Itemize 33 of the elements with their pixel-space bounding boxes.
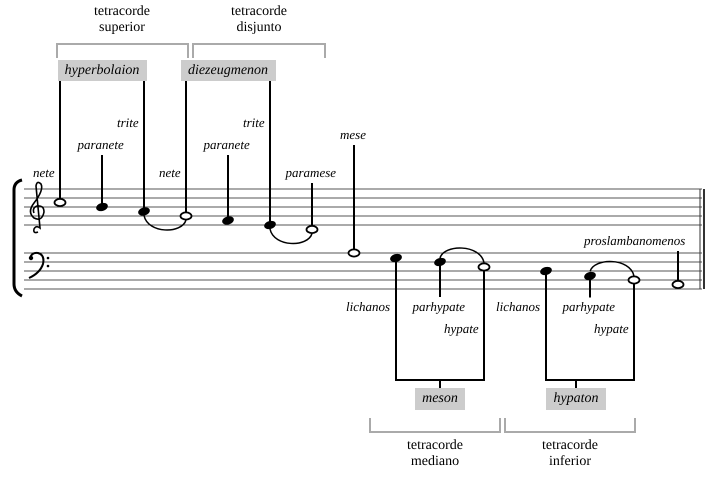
note-name: nete bbox=[33, 165, 55, 181]
bracket-line bbox=[269, 81, 271, 115]
note-name: hypate bbox=[594, 321, 629, 337]
note-name: trite bbox=[243, 115, 265, 131]
note-name: trite bbox=[117, 115, 139, 131]
bracket-line bbox=[59, 81, 61, 165]
note-name: hypate bbox=[444, 321, 479, 337]
note-name: mese bbox=[340, 127, 366, 143]
bracket-label: tetracorde disjunto bbox=[230, 4, 288, 36]
term-label: hyperbolaion bbox=[58, 60, 146, 81]
slur bbox=[143, 215, 187, 231]
slur bbox=[269, 228, 313, 244]
note-name: paramese bbox=[286, 165, 336, 181]
note-name: parhypate bbox=[562, 299, 615, 315]
note-name: paranete bbox=[78, 137, 124, 153]
slur bbox=[589, 260, 635, 276]
note-name: paranete bbox=[204, 137, 250, 153]
bracket-label: tetracorde inferior bbox=[541, 438, 599, 470]
term-label: diezeugmenon bbox=[180, 60, 276, 81]
term-label: meson bbox=[415, 388, 465, 410]
note-name: proslambanomenos bbox=[584, 233, 686, 249]
slur bbox=[439, 247, 485, 263]
bracket-line bbox=[143, 81, 145, 115]
note-name: lichanos bbox=[346, 299, 390, 315]
bracket-line bbox=[439, 337, 485, 388]
term-label: hypaton bbox=[546, 388, 606, 410]
bracket-line bbox=[575, 337, 635, 388]
bracket-line bbox=[185, 81, 187, 165]
note-name: nete bbox=[159, 165, 181, 181]
bracket-label: tetracorde mediano bbox=[406, 438, 464, 470]
bracket-label: tetracorde superior bbox=[93, 4, 151, 36]
note-name: parhypate bbox=[412, 299, 465, 315]
note-name: lichanos bbox=[496, 299, 540, 315]
